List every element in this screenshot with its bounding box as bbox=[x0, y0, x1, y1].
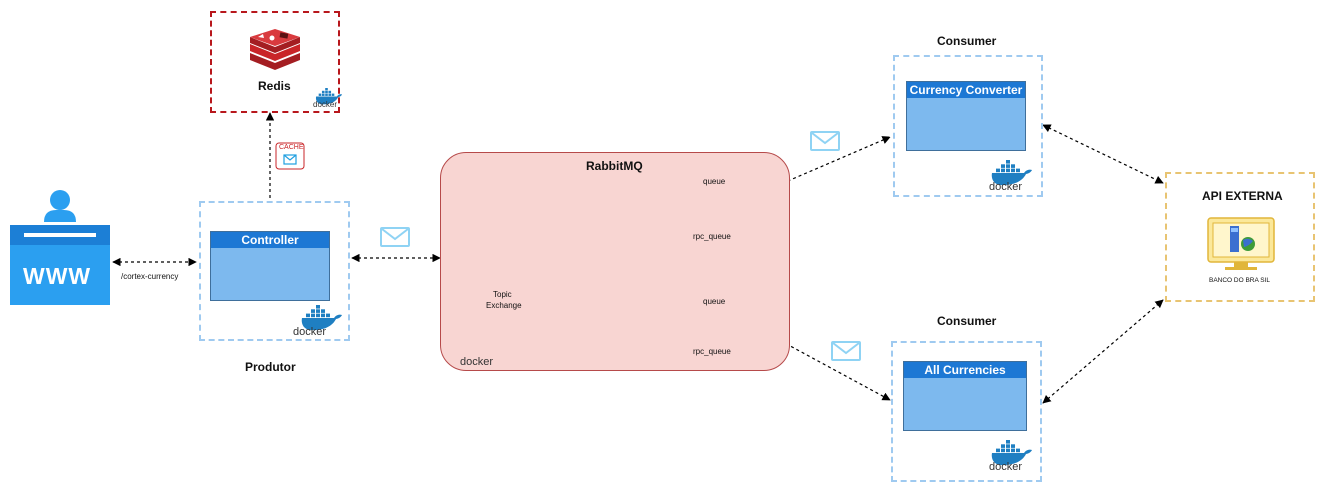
rpc-queue-bottom-label: rpc_queue bbox=[693, 347, 731, 356]
api-server-icon bbox=[1207, 217, 1275, 270]
queue-consumer-bottom-link bbox=[769, 334, 891, 401]
consumer-top-label: Consumer bbox=[937, 34, 997, 48]
exchange-label: Exchange bbox=[486, 301, 522, 310]
envelope-icon bbox=[380, 227, 410, 247]
queue-bottom-label: queue bbox=[703, 297, 726, 306]
api-externa-container bbox=[1165, 172, 1315, 302]
consumer-top-docker-label: docker bbox=[989, 181, 1023, 193]
consumer-bottom-label: Consumer bbox=[937, 314, 997, 328]
produtor-container bbox=[199, 201, 350, 341]
rpc-queue-top-label: rpc_queue bbox=[693, 232, 731, 241]
all-currencies-title: All Currencies bbox=[904, 362, 1026, 378]
produtor-label: Produtor bbox=[245, 360, 296, 374]
www-label: WWW bbox=[23, 263, 92, 289]
redis-container bbox=[210, 11, 340, 113]
currency-converter-service[interactable]: Currency Converter bbox=[906, 81, 1026, 151]
queue-top-label: queue bbox=[703, 177, 726, 186]
user-icon bbox=[44, 190, 76, 222]
envelope-icon bbox=[831, 341, 861, 361]
consumer-bottom-container bbox=[891, 341, 1042, 482]
rabbit-docker-label: docker bbox=[460, 356, 494, 368]
route-label: /cortex-currency bbox=[121, 272, 179, 281]
cache-envelope-icon bbox=[275, 142, 305, 170]
www-icon bbox=[10, 225, 110, 305]
api-externa-label: API EXTERNA bbox=[1202, 189, 1283, 203]
consumer-bottom-docker-label: docker bbox=[989, 461, 1023, 473]
consumer-bottom-api-link bbox=[1042, 299, 1164, 404]
redis-icon bbox=[250, 29, 300, 70]
controller-service[interactable]: Controller bbox=[210, 231, 330, 301]
cache-label: CACHE bbox=[279, 144, 304, 151]
envelope-icon bbox=[810, 131, 840, 151]
rabbitmq-container bbox=[440, 152, 790, 371]
banco-label: BANCO DO BRA SIL bbox=[1209, 277, 1271, 284]
redis-docker-label: docker bbox=[313, 100, 338, 109]
rabbitmq-label: RabbitMQ bbox=[586, 159, 643, 173]
controller-docker-label: docker bbox=[293, 326, 327, 338]
topic-label: Topic bbox=[493, 290, 512, 299]
all-currencies-service[interactable]: All Currencies bbox=[903, 361, 1027, 431]
consumer-top-api-link bbox=[1042, 124, 1164, 184]
controller-title: Controller bbox=[211, 232, 329, 248]
consumer-top-container bbox=[893, 55, 1043, 197]
currency-converter-title: Currency Converter bbox=[907, 82, 1025, 98]
redis-label: Redis bbox=[258, 79, 291, 93]
